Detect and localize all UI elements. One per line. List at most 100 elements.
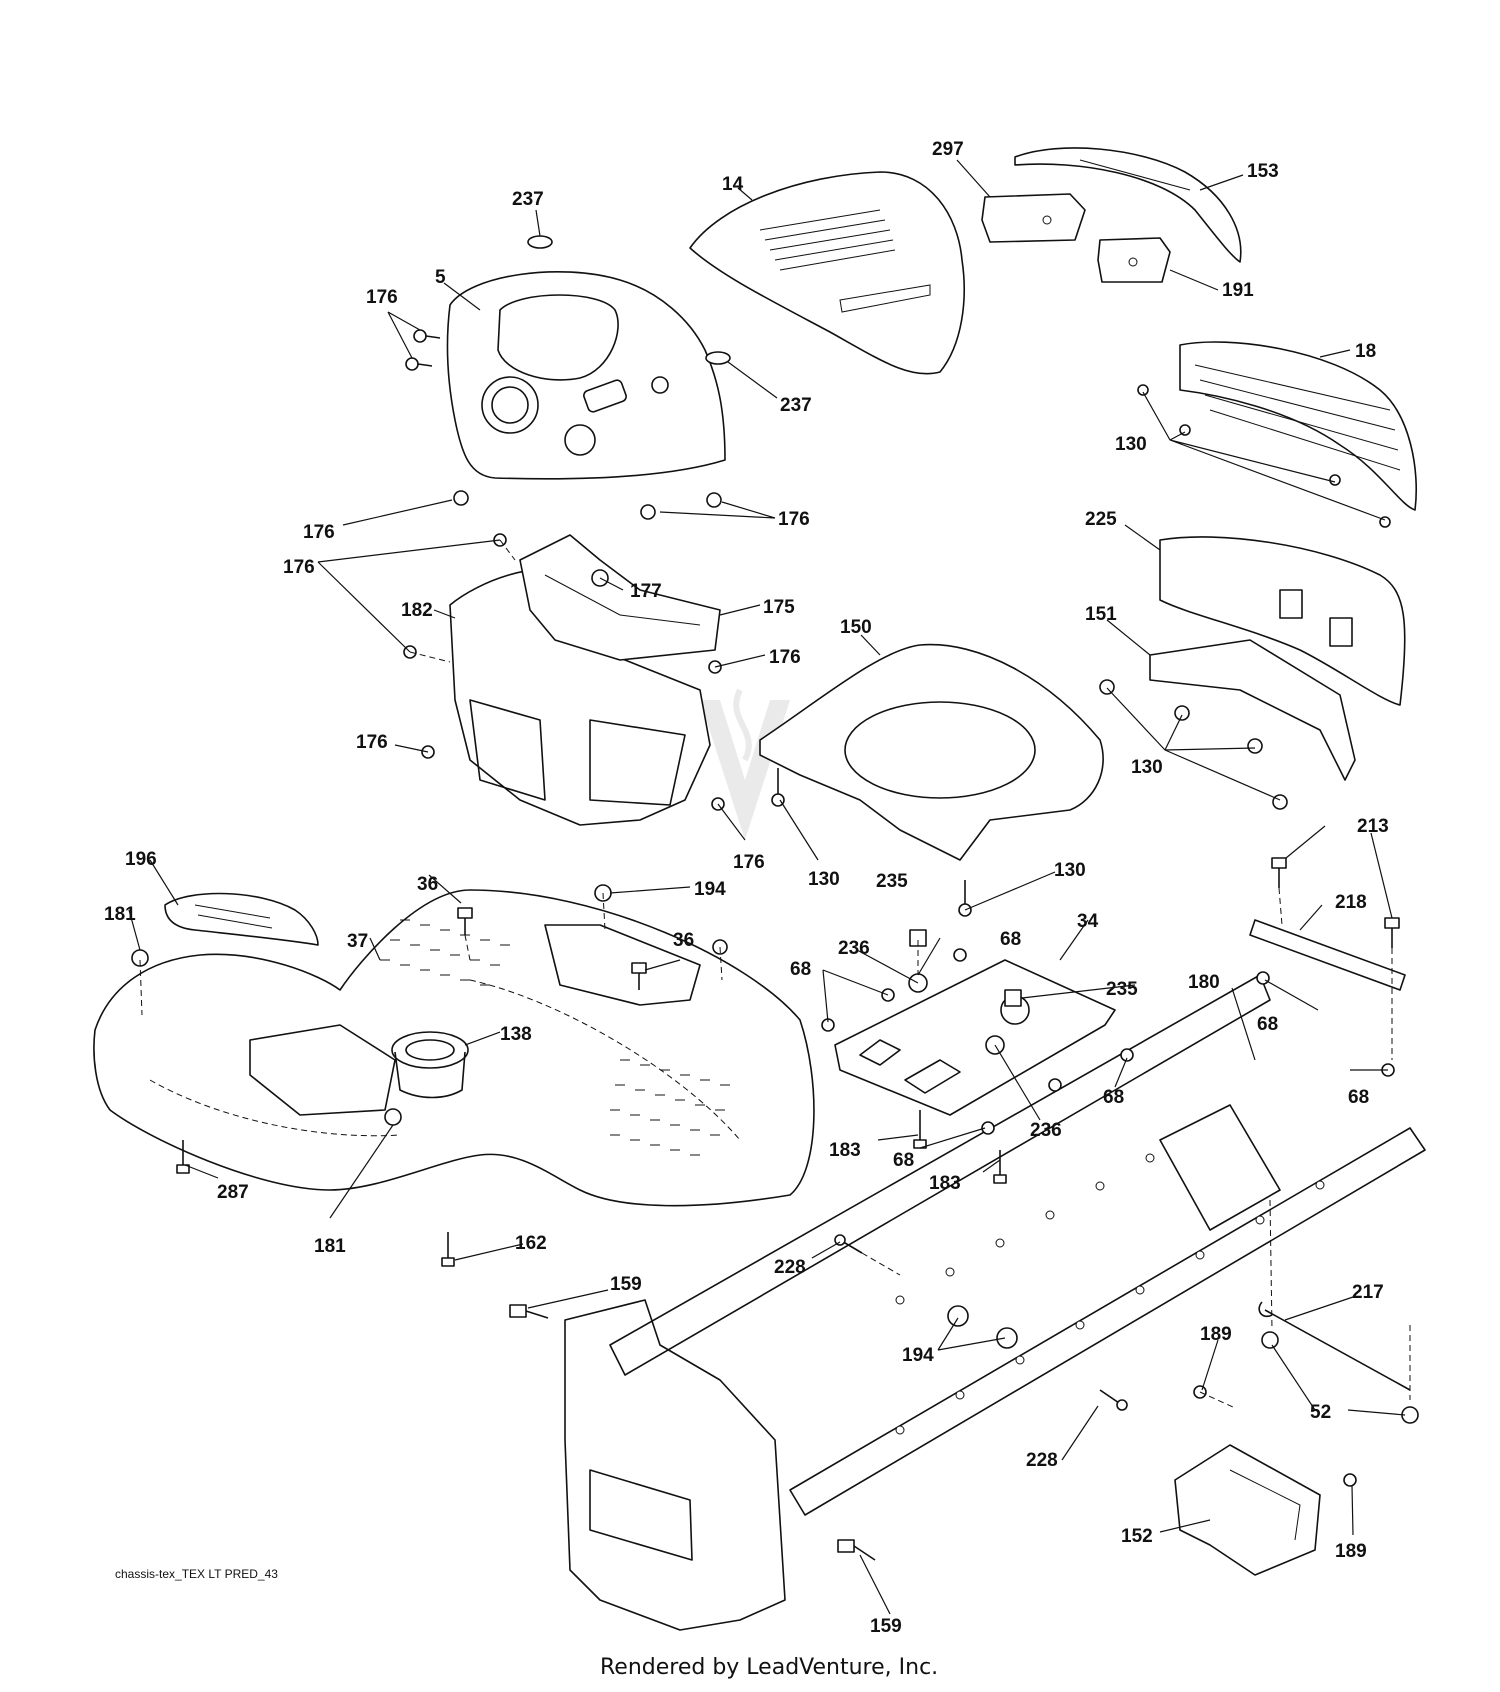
part-152-guard — [1174, 1444, 1321, 1576]
callout-153: 153 — [1247, 161, 1279, 182]
screw-130-group-a — [1137, 384, 1391, 528]
callout-235: 235 — [876, 871, 908, 892]
spacer-235-b — [1004, 989, 1022, 1007]
callout-183: 183 — [929, 1173, 961, 1194]
callout-68: 68 — [1257, 1014, 1278, 1035]
part-5-dash-panel — [446, 271, 726, 480]
bolt-36-a — [457, 907, 473, 935]
part-182-console — [449, 569, 711, 826]
part-180-frame — [564, 974, 1426, 1631]
part-217-rod — [1258, 1301, 1411, 1391]
bolt-68-f — [981, 1121, 995, 1135]
callout-176: 176 — [778, 509, 810, 530]
callout-130: 130 — [1115, 434, 1147, 455]
callout-180: 180 — [1188, 972, 1220, 993]
part-18-grille — [1179, 341, 1418, 511]
footrest-vents — [380, 919, 730, 1156]
callout-176: 176 — [356, 732, 388, 753]
callout-176: 176 — [283, 557, 315, 578]
callout-36: 36 — [673, 930, 694, 951]
part-191-block — [1097, 237, 1171, 283]
watermark-logo — [700, 688, 790, 840]
pin-176-e — [706, 492, 722, 508]
callout-130: 130 — [1131, 757, 1163, 778]
callout-236: 236 — [1030, 1120, 1062, 1141]
part-14-hood — [689, 171, 965, 375]
callout-235: 235 — [1106, 979, 1138, 1000]
callout-176: 176 — [769, 647, 801, 668]
screw-130-d — [958, 880, 972, 917]
callout-237: 237 — [780, 395, 812, 416]
callout-37: 37 — [347, 931, 368, 952]
part-34-plate — [834, 959, 1116, 1116]
callout-181: 181 — [104, 904, 136, 925]
bolt-36-b — [631, 962, 647, 990]
screw-130-c — [771, 768, 785, 807]
callout-176: 176 — [303, 522, 335, 543]
callout-175: 175 — [763, 597, 795, 618]
bolt-287 — [176, 1140, 190, 1174]
callout-196: 196 — [125, 849, 157, 870]
pin-176-a — [413, 329, 441, 343]
bolt-159-b — [837, 1539, 876, 1561]
bolt-68-g — [1256, 971, 1270, 985]
assembly-lines — [139, 539, 1411, 1409]
callout-130: 130 — [808, 869, 840, 890]
callout-189: 189 — [1335, 1541, 1367, 1562]
bolt-162 — [441, 1232, 455, 1267]
clip-181-b — [384, 1108, 402, 1126]
hardware — [131, 235, 1419, 1561]
callout-217: 217 — [1352, 1282, 1384, 1303]
callout-159: 159 — [870, 1616, 902, 1637]
pin-228-a — [834, 1234, 863, 1254]
callout-14: 14 — [722, 174, 744, 195]
part-150-tank-support — [759, 643, 1104, 861]
callout-236: 236 — [838, 938, 870, 959]
screw-130-group-b — [1099, 679, 1288, 810]
part-153-trim — [1014, 147, 1242, 263]
callout-218: 218 — [1335, 892, 1367, 913]
callout-68: 68 — [1000, 929, 1021, 950]
bolt-213-a — [1271, 857, 1287, 888]
part-196-panel — [164, 892, 319, 946]
rendered-by-footer: Rendered by LeadVenture, Inc. — [600, 1655, 938, 1680]
callout-68: 68 — [1348, 1087, 1369, 1108]
part-138-boot — [391, 1031, 469, 1099]
pin-176-d — [640, 504, 656, 520]
callout-162: 162 — [515, 1233, 547, 1254]
part-175-bracket — [519, 534, 721, 661]
callout-18: 18 — [1355, 341, 1376, 362]
leader-lines — [128, 159, 1406, 1615]
callout-194: 194 — [902, 1345, 934, 1366]
callout-228: 228 — [774, 1257, 806, 1278]
plug-237a — [527, 235, 553, 249]
bolt-68-e — [1048, 1078, 1062, 1092]
part-225-bumper — [1159, 536, 1406, 706]
callout-52: 52 — [1310, 1402, 1331, 1423]
callout-5: 5 — [435, 267, 446, 288]
washer-194-d — [996, 1327, 1018, 1349]
callout-36: 36 — [417, 874, 438, 895]
callout-68: 68 — [1103, 1087, 1124, 1108]
callout-177: 177 — [630, 581, 662, 602]
bolt-189-b — [1343, 1473, 1357, 1487]
frame-holes — [895, 1153, 1325, 1435]
plug-237b — [705, 351, 731, 365]
callout-189: 189 — [1200, 1324, 1232, 1345]
part-218-bracket — [1249, 919, 1406, 991]
callout-237: 237 — [512, 189, 544, 210]
callout-34: 34 — [1077, 911, 1099, 932]
callout-138: 138 — [500, 1024, 532, 1045]
nut-194-c — [947, 1305, 969, 1327]
part-297-block — [981, 193, 1086, 243]
callout-150: 150 — [840, 617, 872, 638]
callout-182: 182 — [401, 600, 433, 621]
callout-68: 68 — [790, 959, 811, 980]
callout-181: 181 — [314, 1236, 346, 1257]
callout-68: 68 — [893, 1150, 914, 1171]
callout-194: 194 — [694, 879, 726, 900]
callout-176: 176 — [366, 287, 398, 308]
bolt-68-d — [1120, 1048, 1134, 1062]
callout-183: 183 — [829, 1140, 861, 1161]
